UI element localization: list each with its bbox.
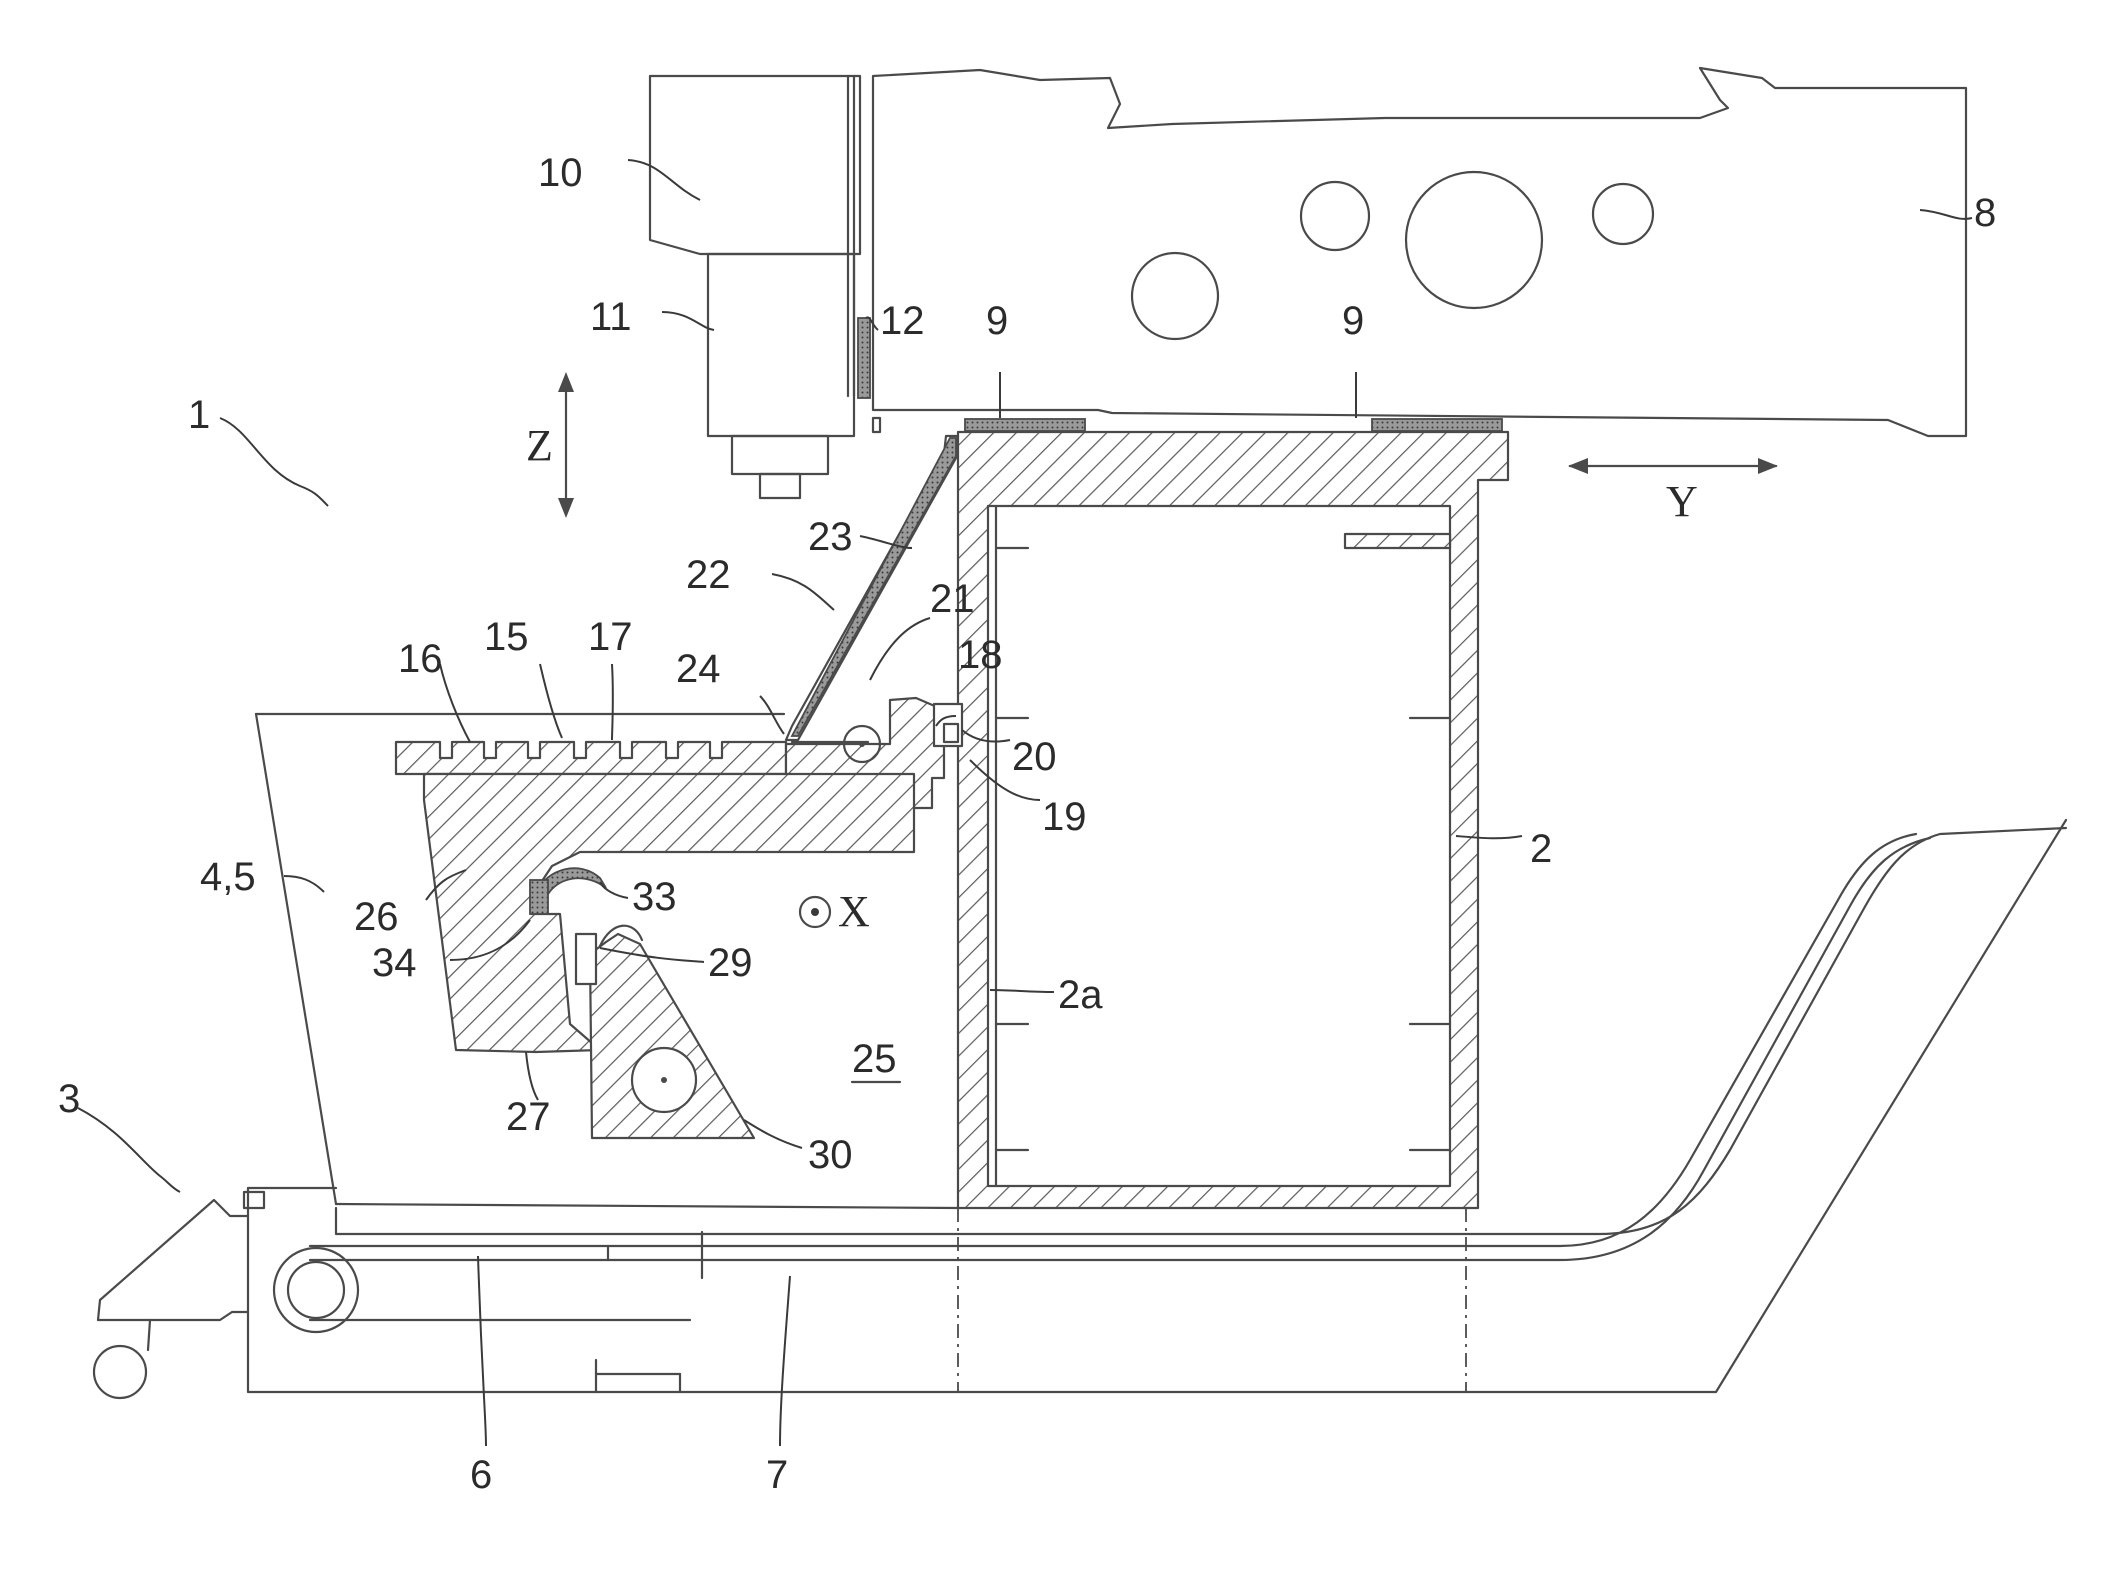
column-2: [958, 432, 1508, 1208]
label-15: 15: [484, 615, 529, 659]
label-29: 29: [708, 941, 753, 985]
label-11: 11: [590, 295, 632, 339]
axis-y: Y: [1666, 477, 1698, 526]
label-22: 22: [686, 553, 731, 597]
seal-34: [530, 880, 548, 914]
y-axis-arrow: [1568, 458, 1778, 474]
label-21: 21: [930, 577, 975, 621]
label-6: 6: [470, 1453, 492, 1497]
label-2a: 2a: [1058, 973, 1103, 1017]
label-2: 2: [1530, 827, 1552, 871]
label-27: 27: [506, 1095, 551, 1139]
label-33: 33: [632, 875, 677, 919]
spindle-head: [650, 76, 870, 498]
label-23: 23: [808, 515, 853, 559]
axis-z: Z: [526, 421, 553, 470]
label-9-right: 9: [1342, 299, 1364, 343]
label-4-5: 4,5: [200, 855, 256, 899]
label-25: 25: [852, 1037, 897, 1081]
reference-labels: 1 10 11 12 9 9 8 Z Y 23 22 21 24 18 16 1…: [58, 151, 1996, 1497]
machine-head: [873, 68, 1966, 436]
guide-seal-9-left: [965, 419, 1085, 431]
leader-lines: [78, 160, 1972, 1446]
axis-x: X: [838, 887, 870, 936]
label-10: 10: [538, 151, 583, 195]
label-34: 34: [372, 941, 417, 985]
label-17: 17: [588, 615, 633, 659]
label-12: 12: [880, 299, 925, 343]
label-24: 24: [676, 647, 721, 691]
label-7: 7: [766, 1453, 788, 1497]
label-19: 19: [1042, 795, 1087, 839]
label-26: 26: [354, 895, 399, 939]
label-9-left: 9: [986, 299, 1008, 343]
x-axis-marker: [800, 897, 830, 927]
z-axis-arrow: [558, 372, 574, 518]
label-30: 30: [808, 1133, 853, 1177]
label-20: 20: [1012, 735, 1057, 779]
label-8: 8: [1974, 191, 1996, 235]
seal-12: [858, 318, 870, 398]
label-3: 3: [58, 1077, 80, 1121]
part-29: [576, 934, 596, 984]
label-18: 18: [958, 633, 1003, 677]
label-1: 1: [188, 393, 210, 437]
label-16: 16: [398, 637, 443, 681]
guide-seal-9-right: [1372, 419, 1502, 431]
